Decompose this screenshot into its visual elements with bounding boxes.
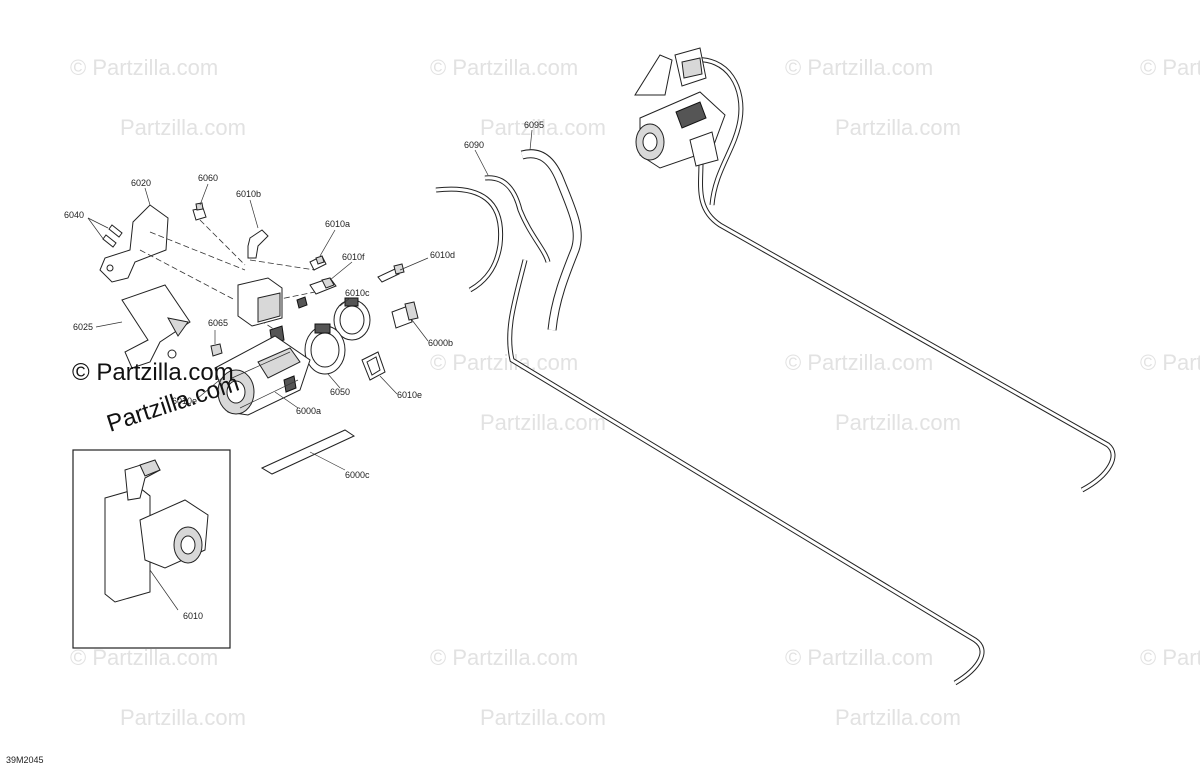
watermark: Partzilla.com: [480, 115, 606, 140]
assembly-line: [199, 219, 246, 266]
label-6065: 6065: [208, 318, 228, 328]
hose-6010d[interactable]: [435, 186, 504, 293]
watermark: Partzilla.com: [120, 115, 246, 140]
label-6095: 6095: [524, 120, 544, 130]
fitting-6010f[interactable]: [309, 277, 337, 295]
watermark: © Partzilla.com: [1140, 55, 1200, 80]
pad-6000c[interactable]: [260, 429, 356, 475]
clamp-6010c[interactable]: [333, 297, 371, 341]
watermark: Partzilla.com: [480, 705, 606, 730]
reservoir-6010-main[interactable]: [237, 277, 283, 327]
label-6000b: 6000b: [428, 338, 453, 348]
watermark: Partzilla.com: [835, 410, 961, 435]
watermark: © Partzilla.com: [70, 645, 218, 670]
label-6000a: 6000a: [296, 406, 321, 416]
label-6010c: 6010c: [345, 288, 370, 298]
inset-part-label: 6010: [183, 611, 203, 621]
watermark: © Partzilla.com: [785, 645, 933, 670]
bracket-6025[interactable]: [121, 284, 191, 369]
inset-detail-box: 6010: [72, 449, 231, 649]
watermark: © Partzilla.com: [785, 350, 933, 375]
watermark: Partzilla.com: [835, 115, 961, 140]
watermark: © Partzilla.com: [430, 350, 578, 375]
diagram-reference: 39M2045: [6, 755, 44, 765]
label-6025: 6025: [73, 322, 93, 332]
bracket-6020[interactable]: [99, 204, 169, 283]
part-labels: 6020 6060 6040 6010b 6010a 6010f 6010d 6…: [64, 120, 544, 480]
nut-6065[interactable]: [210, 343, 223, 357]
watermark: © Partzilla.com: [1140, 350, 1200, 375]
label-6060: 6060: [198, 173, 218, 183]
watermark: © Partzilla.com: [70, 55, 218, 80]
clamp-6050[interactable]: [304, 323, 346, 375]
label-6000c: 6000c: [345, 470, 370, 480]
assembled-pump-view[interactable]: [634, 47, 726, 169]
label-6050: 6050: [330, 387, 350, 397]
label-6090: 6090: [464, 140, 484, 150]
fitting-6000b[interactable]: [391, 301, 419, 329]
assembly-line: [149, 231, 246, 271]
watermark: © Partzilla.com: [430, 645, 578, 670]
label-6010e: 6010e: [397, 390, 422, 400]
long-tube-right[interactable]: [689, 57, 1116, 493]
elbow-fitting-6010b[interactable]: [247, 229, 269, 259]
pump-motor-6000a[interactable]: [214, 335, 311, 416]
watermark: © Partzilla.com: [430, 55, 578, 80]
hose-6090[interactable]: [484, 175, 551, 263]
fitting-6010d[interactable]: [377, 263, 405, 283]
watermark: Partzilla.com: [480, 410, 606, 435]
watermark: © Partzilla.com: [785, 55, 933, 80]
watermark-layer: © Partzilla.com © Partzilla.com © Partzi…: [70, 55, 1200, 730]
label-6010f: 6010f: [342, 252, 365, 262]
fitting-6010a[interactable]: [309, 255, 327, 271]
label-6010d: 6010d: [430, 250, 455, 260]
label-6020: 6020: [131, 178, 151, 188]
bolts-6040[interactable]: [102, 224, 123, 248]
label-6010b: 6010b: [236, 189, 261, 199]
hose-6095[interactable]: [520, 149, 582, 331]
watermark-overlay: © Partzilla.com: [72, 359, 234, 386]
label-6040: 6040: [64, 210, 84, 220]
label-6010a: 6010a: [325, 219, 350, 229]
nut-6060[interactable]: [192, 202, 207, 221]
watermark: Partzilla.com: [835, 705, 961, 730]
watermark: © Partzilla.com: [1140, 645, 1200, 670]
watermark: Partzilla.com: [120, 705, 246, 730]
long-tube[interactable]: [507, 259, 985, 686]
leader-lines: [87, 129, 533, 471]
assembly-line: [249, 259, 316, 271]
gasket-6010e[interactable]: [361, 351, 386, 381]
label-6010e-lower: 6010e: [172, 396, 197, 406]
